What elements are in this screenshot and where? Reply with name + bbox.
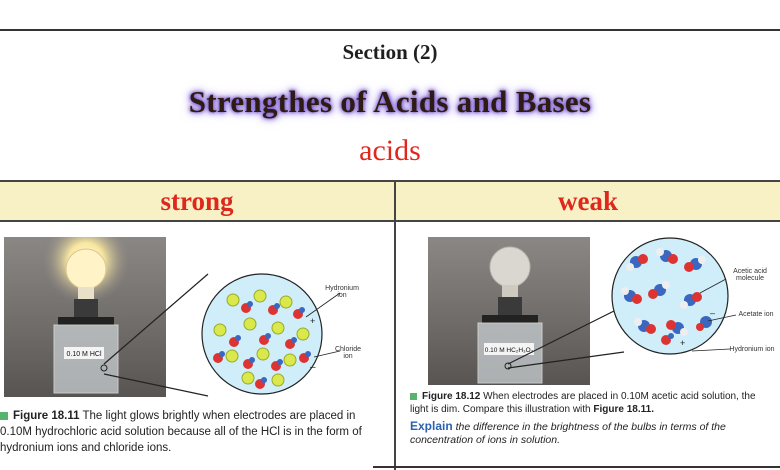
svg-text:–: – xyxy=(710,308,715,318)
bulb xyxy=(489,246,531,288)
beaker-label: 0.10 M HCl xyxy=(66,351,101,358)
svg-text:–: – xyxy=(310,362,316,373)
hydronium-ion-label-right: Hydronium ion xyxy=(729,346,775,353)
caption-text: When electrodes are placed in 0.10M acet… xyxy=(410,391,756,415)
acetic-molecule-circle: – + xyxy=(611,237,729,355)
top-rule xyxy=(0,29,780,31)
figure-square-icon xyxy=(410,392,417,400)
acids-label: acids xyxy=(359,134,421,167)
zoom-lines-left xyxy=(100,273,209,397)
svg-text:+: + xyxy=(680,338,685,348)
socket-base xyxy=(482,315,538,323)
hydronium-ion-label-left: Hydronium ion xyxy=(325,285,359,299)
caption-text: The light glows brightly when electrodes… xyxy=(0,410,362,454)
page-title: Strengthes of Acids and Bases xyxy=(188,84,592,119)
explain-text: the difference in the brightness of the … xyxy=(410,421,726,446)
bottom-rule xyxy=(373,466,780,468)
explain-prompt: Explain the difference in the brightness… xyxy=(410,420,776,447)
column-header-row: strong weak xyxy=(0,180,780,222)
left-leader-lines xyxy=(305,292,341,358)
figure-square-icon xyxy=(0,411,8,420)
column-header-weak: weak xyxy=(396,182,780,220)
beaker-label-bg xyxy=(484,343,534,355)
column-header-strong: strong xyxy=(0,182,396,220)
chloride-ion-label: Chloride ion xyxy=(334,346,362,360)
svg-text:+: + xyxy=(310,316,315,326)
socket-base xyxy=(58,317,114,325)
strong-acid-bulb-photo: 0.10 M HCl xyxy=(4,221,166,397)
figure-number: Figure 18.11 xyxy=(13,410,80,422)
figure-number: Figure 18.12 xyxy=(422,391,481,402)
right-leader-lines xyxy=(691,278,737,352)
left-figure-caption: Figure 18.11 The light glows brightly wh… xyxy=(0,408,372,456)
section-label: Section (2) xyxy=(342,40,438,64)
dim-bulb-setup-illustration: 0.10 M HC₂H₃O₂ xyxy=(477,246,543,384)
socket xyxy=(74,299,98,319)
socket xyxy=(498,297,522,317)
explain-word: Explain xyxy=(410,419,453,433)
column-divider xyxy=(394,218,396,470)
figure-reference: Figure 18.11. xyxy=(593,404,654,415)
bulb-neck xyxy=(502,285,518,297)
bulb-neck xyxy=(78,287,94,299)
acetic-acid-molecule-label: Acetic acid molecule xyxy=(733,268,767,282)
zoom-lines-right xyxy=(504,305,625,370)
bulb-setup-illustration: 0.10 M HCl xyxy=(42,221,130,394)
beaker-label: 0.10 M HC₂H₃O₂ xyxy=(485,347,534,354)
beaker-label-bg xyxy=(64,347,104,359)
right-figure-caption: Figure 18.12 When electrodes are placed … xyxy=(410,390,776,416)
hcl-molecule-circle: + – xyxy=(201,273,323,395)
acetate-ion-label: Acetate ion xyxy=(738,311,774,318)
